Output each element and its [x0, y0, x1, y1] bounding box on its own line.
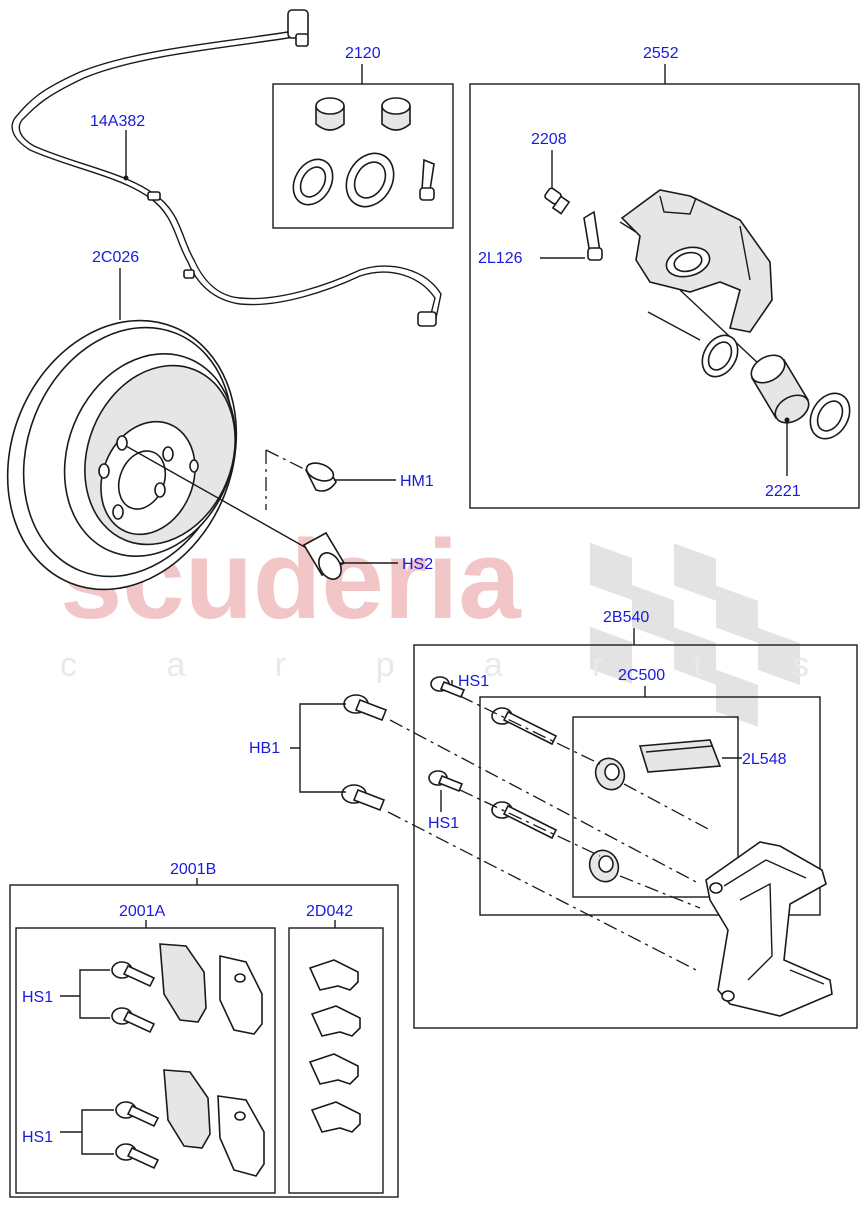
pad-clips	[308, 959, 361, 1133]
piston	[750, 354, 810, 424]
pad-bolts-bottom	[115, 1101, 160, 1170]
watermark-tagline: c a r p a r t s	[60, 646, 849, 684]
guide-boot-top	[594, 757, 626, 791]
pad-bolts-top	[111, 961, 156, 1034]
brake-disc	[6, 319, 238, 591]
carrier-bolt-top-label: HS1	[458, 673, 489, 690]
caliper-label: 2552	[643, 45, 679, 62]
bleed-screw	[544, 187, 571, 215]
cable-label: 14A382	[90, 113, 145, 130]
carrier-bolt-bottom	[428, 770, 464, 793]
piston-label: 2221	[765, 483, 801, 500]
pad-bolts-top-label: HS1	[22, 989, 53, 1006]
disc-screw-label: HS2	[402, 556, 433, 573]
carrier-box	[413, 644, 858, 1029]
seal-kit-label: 2120	[345, 45, 381, 62]
pad-clips-box	[288, 927, 384, 1194]
carrier-label: 2B540	[603, 609, 649, 626]
caliper-body	[619, 189, 773, 333]
bracket-clip	[583, 210, 603, 261]
hub-bolt-label: HM1	[400, 473, 434, 490]
brake-pads-top	[159, 943, 263, 1035]
carrier-bolt-top	[430, 676, 466, 699]
seal-kit-box	[272, 83, 454, 229]
checker-flag-icon	[590, 542, 800, 727]
piston-boot	[809, 392, 851, 440]
hub-bolt-set	[341, 694, 388, 812]
carrier-bracket	[705, 841, 833, 1017]
guide-kit-box	[479, 696, 821, 916]
pads-label: 2001A	[119, 903, 166, 920]
piston-seal	[701, 334, 739, 378]
guide-boot-bottom	[588, 849, 620, 883]
hub-bolts-label: HB1	[249, 740, 280, 757]
pad-kit-label: 2001B	[170, 861, 216, 878]
pad-bolts-bottom-label: HS1	[22, 1129, 53, 1146]
hub-bolt	[305, 462, 337, 492]
grease-box	[572, 716, 739, 898]
guide-kit-label: 2C500	[618, 667, 665, 684]
disc-label: 2C026	[92, 249, 139, 266]
guide-pin-bottom	[491, 801, 558, 840]
grease-sachet	[638, 739, 722, 773]
grease-label: 2L548	[742, 751, 787, 768]
bracket-clip-label: 2L126	[478, 250, 523, 267]
seal-kit-parts	[292, 97, 435, 208]
pad-clips-label: 2D042	[306, 903, 353, 920]
caliper-box	[469, 83, 860, 509]
carrier-bolt-bottom-label: HS1	[428, 815, 459, 832]
guide-pin-top	[491, 707, 558, 746]
wear-sensor-cable	[11, 9, 442, 327]
pad-kit-box	[9, 884, 399, 1198]
bleed-screw-label: 2208	[531, 131, 567, 148]
brake-pads-bottom	[163, 1069, 265, 1177]
